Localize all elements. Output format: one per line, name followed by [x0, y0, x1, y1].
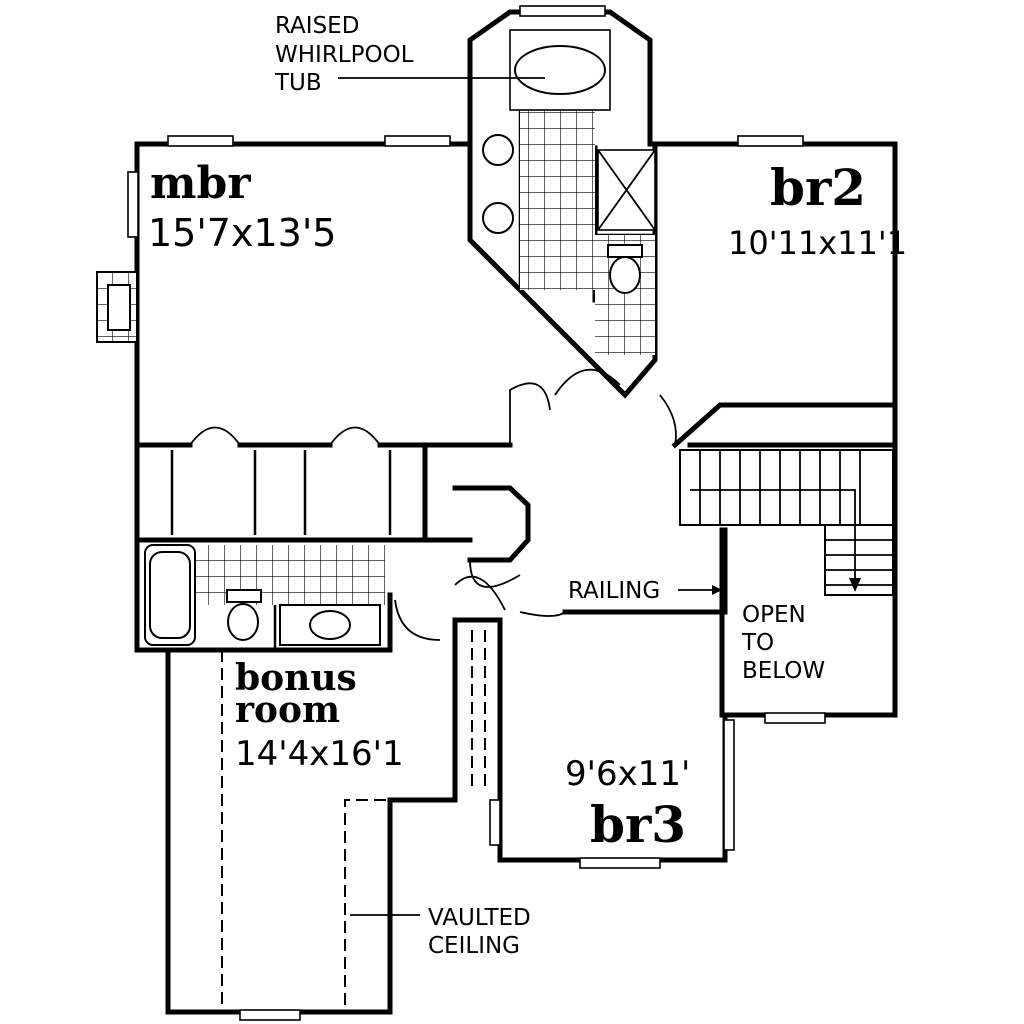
doors — [189, 368, 677, 641]
master-bath — [482, 29, 656, 355]
chimney — [96, 271, 138, 343]
vaulted-lines — [221, 630, 486, 1005]
tub-note-2: WHIRLPOOL — [275, 42, 414, 68]
hall-bath — [144, 544, 385, 646]
br2-size: 10'11x11'1 — [728, 224, 907, 262]
br3-size: 9'6x11' — [565, 754, 690, 794]
tub-note-3: TUB — [274, 70, 322, 96]
mbr-size: 15'7x13'5 — [148, 211, 336, 255]
br2-label: br2 — [770, 158, 866, 217]
toilet-icon — [227, 603, 259, 641]
toilet-icon — [609, 256, 641, 294]
stairs — [679, 449, 894, 718]
bonus-size: 14'4x16'1 — [235, 734, 404, 774]
sink-icon — [309, 610, 351, 640]
sink-icon — [482, 134, 514, 166]
open-note-2: TO — [741, 630, 774, 656]
br3-label: br3 — [590, 795, 686, 854]
bonus-label-1: bonus — [235, 657, 357, 699]
mbr-label: mbr — [150, 158, 251, 209]
vaulted-note-2: CEILING — [428, 933, 520, 959]
windows — [127, 5, 826, 1021]
open-note-3: BELOW — [742, 658, 825, 684]
sink-icon — [482, 202, 514, 234]
open-note-1: OPEN — [742, 602, 806, 628]
stair-arrow-icon — [849, 578, 861, 592]
vaulted-note-1: VAULTED — [428, 905, 531, 931]
bonus-label-2: room — [235, 689, 340, 731]
railing-note: RAILING — [568, 578, 660, 604]
tub-note-1: RAISED — [275, 13, 359, 39]
